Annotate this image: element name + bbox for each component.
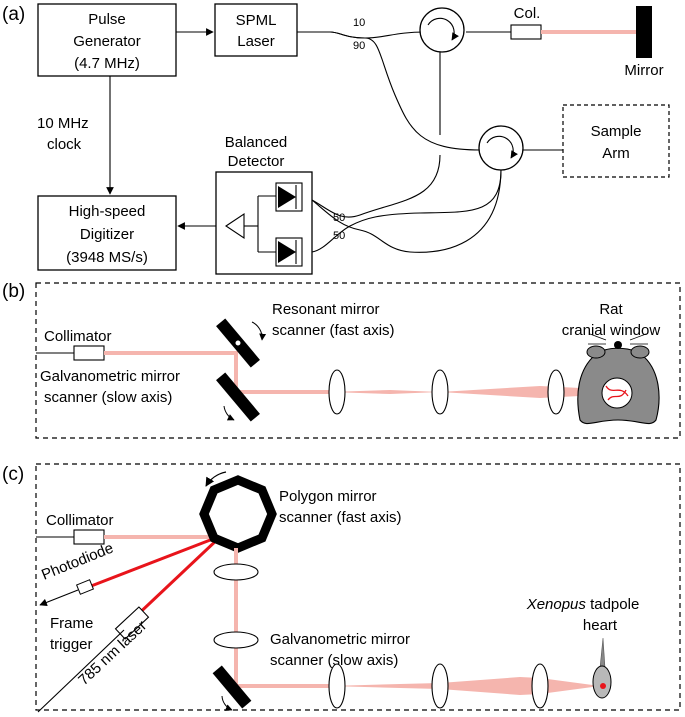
sample-arm-line1: Sample	[591, 123, 642, 140]
digitizer-line3: (3948 MS/s)	[66, 249, 148, 266]
mirror-label: Mirror	[624, 62, 663, 79]
beam-c-focus3	[330, 683, 440, 689]
galvo-b-line2: scanner (slow axis)	[44, 389, 172, 406]
lens-c4	[431, 663, 449, 709]
beam-c-focus2	[234, 620, 238, 640]
alignment-laser	[37, 606, 150, 713]
galvo-mirror-b	[216, 372, 260, 422]
panel-c-frame	[35, 463, 681, 711]
pulse-generator-line2: Generator	[73, 33, 141, 50]
laser-line2: Laser	[237, 33, 275, 50]
collimator-c	[73, 529, 105, 545]
beam-c-converge	[540, 678, 600, 694]
galvo-c-line1: Galvanometric mirror	[270, 631, 410, 648]
beam-b	[104, 351, 330, 394]
split-ratio-50b: 50	[333, 230, 345, 242]
tadpole-genus: Xenopus	[526, 596, 587, 613]
beam-c-expand	[440, 677, 540, 695]
polygon-line1: Polygon mirror	[279, 488, 377, 505]
pulse-generator-line3: (4.7 MHz)	[74, 55, 140, 72]
panel-label-c: (c)	[2, 464, 24, 485]
beam-c-focus1	[234, 572, 238, 620]
lens-c2	[213, 631, 259, 649]
collimator-label-c: Collimator	[46, 512, 114, 529]
alignment-laser-beam	[130, 535, 222, 622]
panel-label-b: (b)	[2, 281, 25, 302]
rat-line1: Rat	[599, 301, 623, 318]
reference-mirror	[636, 6, 652, 58]
sample-arm-box: Sample Arm	[562, 104, 670, 178]
detector-line1: Balanced	[225, 134, 288, 151]
polygon-mirror	[199, 471, 277, 553]
lens-c5	[531, 663, 549, 709]
balanced-detector-box	[215, 171, 313, 275]
detector-line2: Detector	[228, 153, 285, 170]
tadpole-line1: Xenopus tadpole	[526, 596, 640, 613]
digitizer-line1: High-speed	[69, 203, 146, 220]
resonant-mirror	[216, 318, 267, 368]
clock-line1: 10 MHz	[37, 115, 89, 132]
polygon-line2: scanner (fast axis)	[279, 509, 402, 526]
digitizer-box: High-speed Digitizer (3948 MS/s)	[37, 195, 177, 271]
split-ratio-90: 90	[353, 40, 365, 52]
panel-b-frame	[35, 282, 681, 439]
pulse-generator-line1: Pulse	[88, 11, 126, 28]
lens-c3	[328, 663, 346, 709]
laser-line1: SPML	[236, 12, 277, 29]
galvo-b-line1: Galvanometric mirror	[40, 368, 180, 385]
rat-line2: cranial window	[562, 322, 661, 339]
circulator-1	[419, 7, 465, 53]
split-ratio-10: 10	[353, 17, 365, 29]
spml-laser-box: SPML Laser	[214, 3, 298, 57]
tadpole-icon	[592, 637, 612, 699]
collimator-label-a: Col.	[514, 5, 541, 22]
fiber-network	[297, 31, 563, 253]
collimator-label-b: Collimator	[44, 328, 112, 345]
galvo-c-line2: scanner (slow axis)	[270, 652, 398, 669]
clock-line2: clock	[47, 136, 82, 153]
tadpole-word: tadpole	[586, 596, 639, 613]
lens-c1	[213, 563, 259, 581]
pulse-generator-box: Pulse Generator (4.7 MHz)	[37, 3, 177, 77]
digitizer-line2: Digitizer	[80, 226, 134, 243]
photodiode	[39, 579, 95, 607]
rat-icon	[577, 333, 660, 425]
photodiode-beam	[85, 535, 219, 590]
lens-b1	[328, 369, 346, 415]
collimator-b	[73, 345, 105, 361]
split-ratio-50a: 50	[333, 212, 345, 224]
resonant-line2: scanner (fast axis)	[272, 322, 395, 339]
lens-b2	[431, 369, 449, 415]
lens-b3	[547, 369, 565, 415]
galvo-mirror-c	[212, 665, 252, 711]
circulator-2	[478, 125, 524, 171]
beam-b-expand	[440, 386, 580, 398]
sample-arm-line2: Arm	[602, 145, 630, 162]
photodiode-label: Photodiode	[39, 540, 116, 584]
tadpole-line2: heart	[583, 617, 618, 634]
reference-collimator	[510, 24, 542, 40]
beam-b-focus1	[330, 390, 440, 394]
panel-label-a: (a)	[2, 4, 25, 25]
trigger-line1: Frame	[50, 615, 93, 632]
resonant-line1: Resonant mirror	[272, 301, 380, 318]
trigger-line2: trigger	[50, 636, 93, 653]
